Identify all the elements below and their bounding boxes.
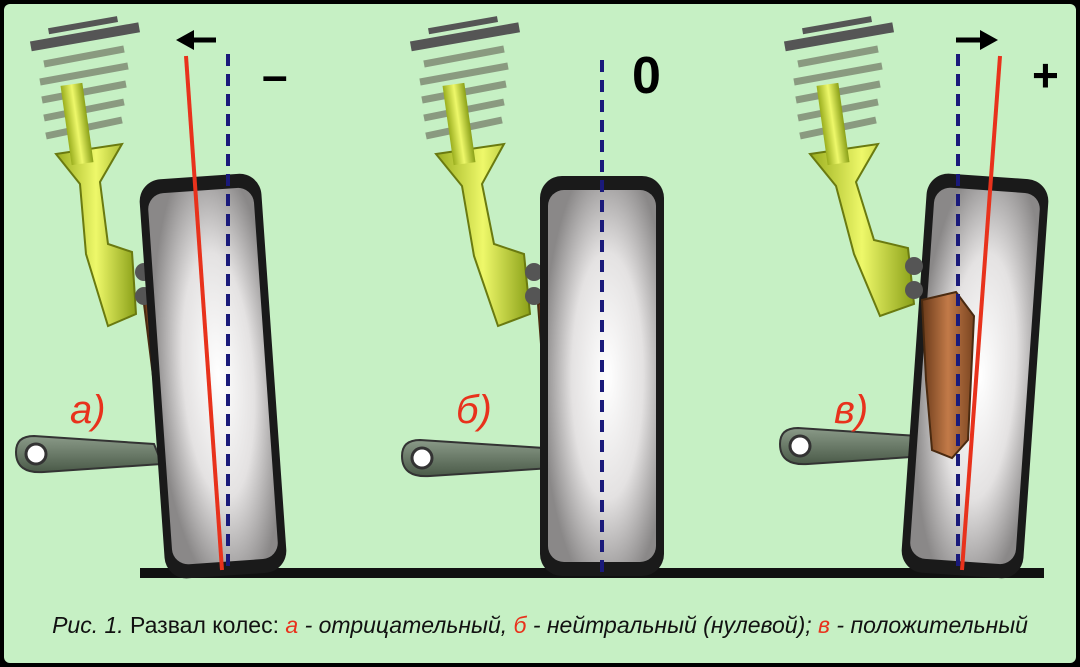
- caption-v-text: - положительный: [830, 612, 1028, 638]
- wheel-a-rim: [148, 187, 278, 565]
- strut-rod-b: [442, 82, 476, 166]
- bolt-v2: [905, 281, 923, 299]
- figure-caption: Рис. 1. Развал колес: а - отрицательный,…: [4, 612, 1076, 639]
- bolt-b2: [525, 287, 543, 305]
- wheel-b-rim: [548, 190, 656, 562]
- wheel-assembly-v: [778, 16, 1049, 579]
- caption-a-text: - отрицательный,: [298, 612, 514, 638]
- arrow-left-icon: [176, 30, 216, 50]
- strut-a: [54, 142, 138, 328]
- strut-rod-v: [816, 82, 850, 166]
- knuckle-v: [920, 290, 976, 460]
- caption-a-letter: а: [285, 612, 299, 638]
- label-a: а): [70, 388, 106, 432]
- camber-diagram: [14, 16, 1049, 579]
- spring-mount-v: [783, 16, 895, 52]
- caption-prefix: Рис. 1.: [52, 612, 124, 638]
- arm-bushing-v: [788, 434, 812, 458]
- arm-bushing-b: [410, 446, 434, 470]
- caption-b-text: - нейтральный (нулевой);: [526, 612, 819, 638]
- spring-mount-b: [409, 16, 521, 52]
- caption-v-letter: в: [818, 612, 831, 638]
- bolt-b1: [525, 263, 543, 281]
- bolt-v1: [905, 257, 923, 275]
- strut-rod-a: [60, 82, 94, 166]
- arrow-right-icon: [956, 30, 998, 50]
- arm-bushing-a: [24, 442, 48, 466]
- wheel-assembly-a: [14, 16, 287, 579]
- coil-spring-v: [793, 45, 883, 140]
- camber-line-a: [184, 55, 224, 571]
- caption-b-letter: б: [513, 612, 527, 638]
- sign-neutral: 0: [632, 47, 661, 105]
- strut-b: [434, 142, 532, 328]
- diagram-panel: – 0 + а) б) в) Рис. 1. Развал колес: а -…: [4, 4, 1076, 663]
- sign-negative: –: [262, 49, 288, 101]
- label-b: б): [456, 388, 492, 432]
- wheel-assembly-b: [400, 16, 664, 576]
- spring-mount-a: [29, 16, 141, 52]
- strut-v: [808, 142, 916, 318]
- camber-line-v: [960, 55, 1002, 571]
- caption-title: Развал колес:: [123, 612, 286, 638]
- label-v: в): [834, 388, 869, 432]
- sign-positive: +: [1032, 49, 1059, 101]
